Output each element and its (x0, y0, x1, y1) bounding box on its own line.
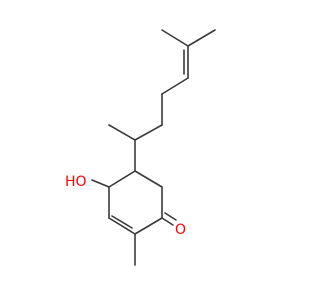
bond-carbonyl-double-1 (161, 217, 174, 226)
bond-ring-c5-c6 (134, 170, 163, 188)
bond-terminal-methyl-1 (161, 29, 189, 47)
bond-hydroxyl (91, 179, 110, 188)
structure-canvas: HO O (65, 29, 216, 266)
bond-branch-methyl (108, 124, 136, 141)
bond-carbonyl-double-2 (164, 212, 177, 221)
molecule-structure: HO O (65, 29, 216, 266)
hydroxyl-label: HO (65, 174, 87, 190)
bond-chain-1 (161, 77, 189, 95)
bond-ring-c1-c2 (134, 217, 163, 235)
bond-ring-c2-c3-double-1 (108, 217, 136, 235)
bond-group (91, 29, 216, 266)
bond-ring-c4-c5 (108, 170, 136, 188)
bond-chain-3 (134, 124, 163, 141)
carbonyl-oxygen-label: O (175, 222, 186, 238)
bond-terminal-methyl-2 (187, 29, 216, 47)
bond-ring-c2-c3-double-2 (111, 215, 133, 229)
